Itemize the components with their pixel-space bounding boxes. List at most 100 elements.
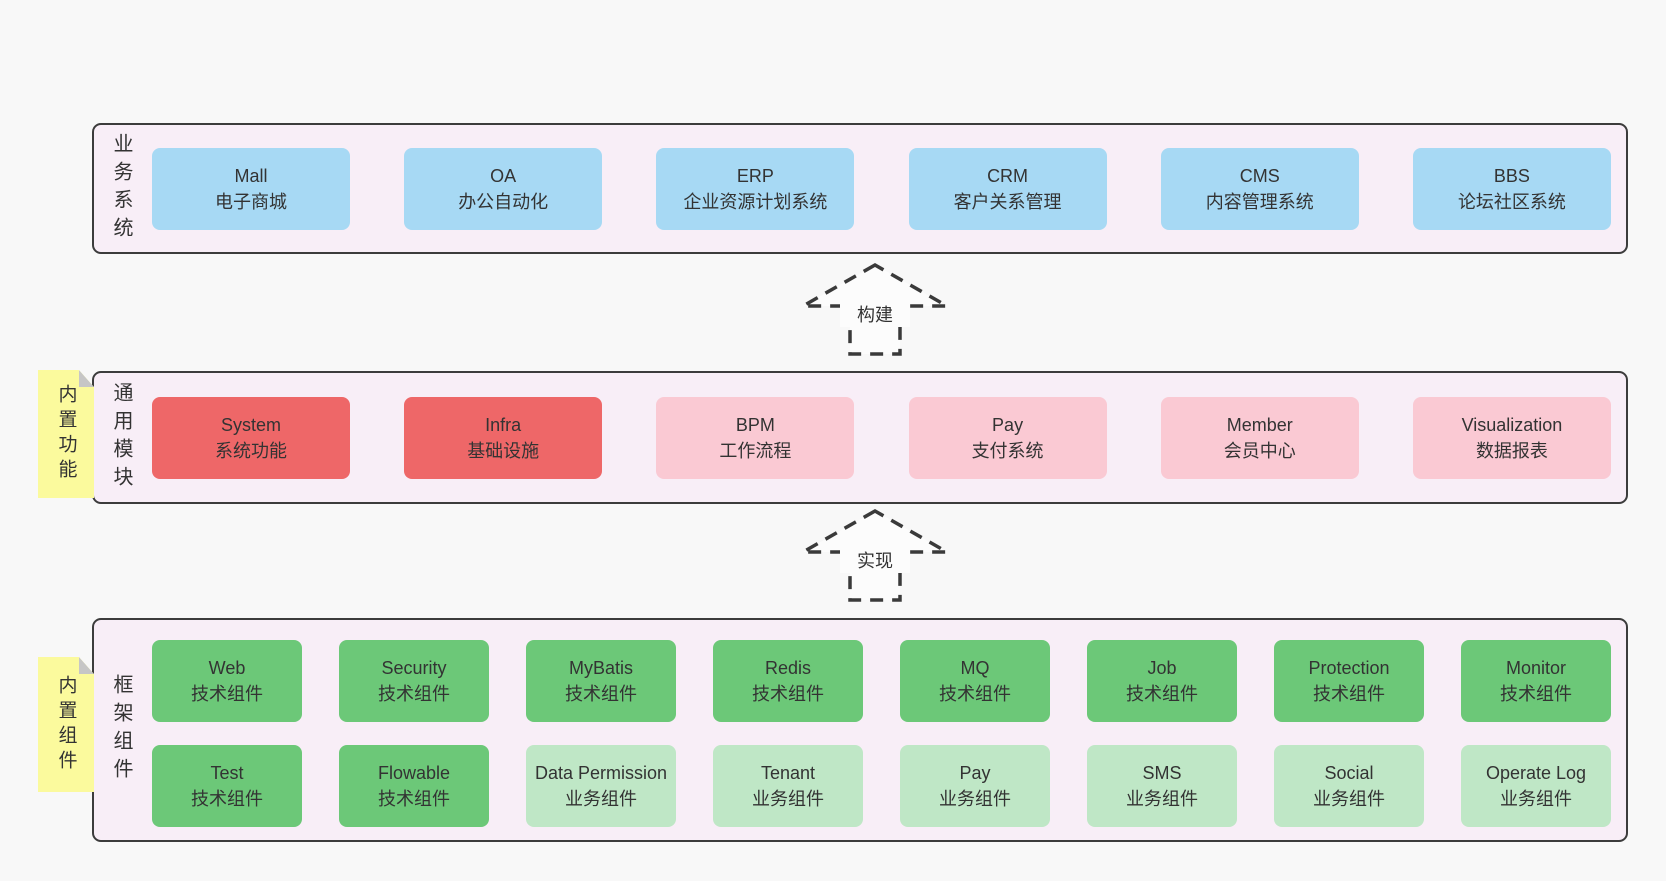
diagram-box-security: Security 技术组件	[339, 640, 489, 722]
box-subtitle: 业务组件	[939, 789, 1011, 809]
common-modules-label: 通用模块	[110, 381, 132, 494]
box-subtitle: 数据报表	[1475, 440, 1548, 461]
box-title: Test	[210, 763, 244, 783]
diagram-box-redis: Redis 技术组件	[713, 640, 863, 722]
implement-arrow-label: 实现	[840, 549, 910, 573]
box-subtitle: 工作流程	[719, 440, 792, 461]
box-title: Pay	[959, 763, 991, 783]
diagram-box-mq: MQ 技术组件	[900, 640, 1050, 722]
box-title: BPM	[735, 414, 775, 435]
diagram-box-flowable: Flowable 技术组件	[339, 745, 489, 827]
box-title: Mall	[234, 165, 268, 186]
box-subtitle: 客户关系管理	[953, 191, 1062, 212]
sticky-note-text: 内置功能	[55, 384, 77, 484]
box-subtitle: 技术组件	[565, 684, 637, 704]
diagram-box-infra: Infra 基础设施	[404, 396, 603, 479]
box-subtitle: 技术组件	[378, 684, 450, 704]
diagram-box-protection: Protection 技术组件	[1274, 640, 1424, 722]
box-subtitle: 技术组件	[191, 684, 263, 704]
box-title: Member	[1226, 414, 1293, 435]
box-title: MQ	[960, 658, 990, 678]
box-subtitle: 技术组件	[1500, 684, 1572, 704]
box-subtitle: 技术组件	[191, 789, 263, 809]
box-title: Tenant	[760, 763, 816, 783]
box-subtitle: 基础设施	[467, 440, 540, 461]
box-subtitle: 内容管理系统	[1205, 191, 1314, 212]
box-title: System	[220, 414, 281, 435]
box-title: Protection	[1308, 658, 1390, 678]
diagram-box-web: Web 技术组件	[152, 640, 302, 722]
box-title: Monitor	[1505, 658, 1567, 678]
box-title: Data Permission	[534, 763, 668, 783]
box-title: ERP	[736, 165, 774, 186]
box-subtitle: 业务组件	[752, 789, 824, 809]
business-systems-panel: 业务系统 Mall 电子商城 OA 办公自动化 ERP 企业资源计划系统 CRM 客户关系管理…	[92, 123, 1628, 254]
diagram-box-erp: ERP 企业资源计划系统	[656, 147, 855, 230]
diagram-box-monitor: Monitor 技术组件	[1461, 640, 1611, 722]
box-title: BBS	[1493, 165, 1530, 186]
sticky-note-text: 内置组件	[55, 674, 77, 775]
box-subtitle: 技术组件	[752, 684, 824, 704]
box-title: OA	[490, 165, 517, 186]
box-title: Security	[381, 658, 447, 678]
box-subtitle: 技术组件	[1313, 684, 1385, 704]
framework-components-label: 框架组件	[110, 674, 132, 786]
box-subtitle: 业务组件	[1126, 789, 1198, 809]
box-title: CRM	[987, 165, 1029, 186]
diagram-box-oa: OA 办公自动化	[404, 147, 603, 230]
box-title: Flowable	[377, 763, 451, 783]
diagram-box-system: System 系统功能	[152, 396, 350, 479]
box-subtitle: 技术组件	[939, 684, 1011, 704]
box-subtitle: 会员中心	[1223, 440, 1296, 461]
box-subtitle: 企业资源计划系统	[683, 191, 828, 212]
diagram-box-crm: CRM 客户关系管理	[908, 147, 1107, 230]
diagram-box-sms: SMS 业务组件	[1087, 745, 1237, 827]
diagram-box-test: Test 技术组件	[152, 745, 302, 827]
diagram-box-job: Job 技术组件	[1087, 640, 1237, 722]
box-title: Infra	[485, 414, 522, 435]
diagram-box-member: Member 会员中心	[1160, 396, 1359, 479]
diagram-box-mybatis: MyBatis 技术组件	[526, 640, 676, 722]
diagram-box-mall: Mall 电子商城	[152, 147, 350, 230]
sticky-note-builtin-components: 内置组件	[38, 657, 94, 792]
diagram-box-operate-log: Operate Log 业务组件	[1461, 745, 1611, 827]
business-systems-label: 业务系统	[110, 132, 132, 245]
box-title: SMS	[1142, 763, 1182, 783]
diagram-box-bpm: BPM 工作流程	[656, 396, 855, 479]
diagram-box-bbs: BBS 论坛社区系统	[1412, 147, 1611, 230]
diagram-box-visualization: Visualization 数据报表	[1412, 396, 1611, 479]
diagram-box-cms: CMS 内容管理系统	[1160, 147, 1359, 230]
sticky-note-builtin-features: 内置功能	[38, 370, 94, 498]
box-subtitle: 业务组件	[565, 789, 637, 809]
build-arrow-label: 构建	[840, 303, 910, 327]
box-subtitle: 技术组件	[378, 789, 450, 809]
box-subtitle: 支付系统	[971, 440, 1044, 461]
diagram-box-data-permission: Data Permission 业务组件	[526, 745, 676, 827]
box-title: Operate Log	[1485, 763, 1587, 783]
diagram-box-pay: Pay 业务组件	[900, 745, 1050, 827]
box-subtitle: 系统功能	[215, 440, 287, 461]
box-subtitle: 办公自动化	[458, 191, 549, 212]
box-subtitle: 技术组件	[1126, 684, 1198, 704]
box-title: CMS	[1239, 165, 1280, 186]
box-title: Social	[1324, 763, 1374, 783]
box-title: Visualization	[1461, 414, 1563, 435]
diagram-box-tenant: Tenant 业务组件	[713, 745, 863, 827]
box-subtitle: 业务组件	[1313, 789, 1385, 809]
diagram-box-social: Social 业务组件	[1274, 745, 1424, 827]
box-subtitle: 电子商城	[215, 191, 287, 212]
box-title: MyBatis	[568, 658, 633, 678]
box-subtitle: 业务组件	[1500, 789, 1572, 809]
box-title: Web	[208, 658, 246, 678]
business-systems-row: Mall 电子商城 OA 办公自动化 ERP 企业资源计划系统 CRM 客户关系管理 CMS 内容…	[152, 147, 1611, 230]
box-title: Job	[1147, 658, 1177, 678]
box-subtitle: 论坛社区系统	[1457, 191, 1566, 212]
box-title: Redis	[764, 658, 812, 678]
